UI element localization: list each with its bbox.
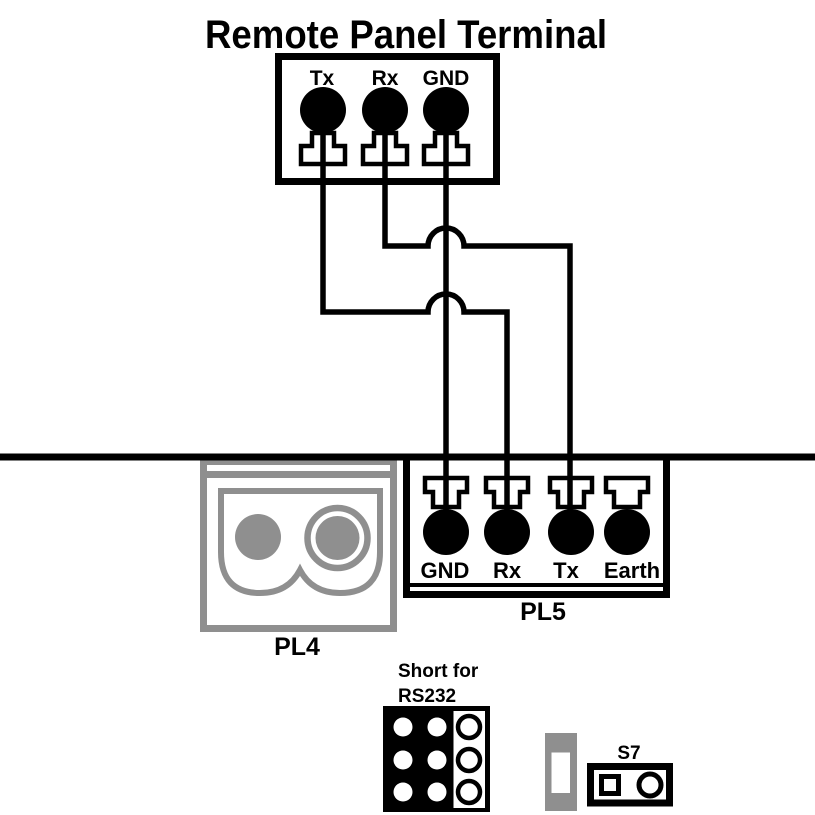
remote-gnd-pin — [423, 87, 469, 133]
pl5-label: PL5 — [520, 598, 566, 626]
s7-switch — [587, 763, 673, 807]
pl5-rx-label: Rx — [493, 558, 522, 583]
remote-tx-pin — [300, 87, 346, 133]
diagram-title: Remote Panel Terminal — [205, 13, 607, 57]
rs232-pin-r1c3 — [455, 713, 483, 741]
jumper-shunt — [545, 733, 577, 811]
remote-gnd-label: GND — [423, 67, 470, 90]
pl5-gnd-label: GND — [421, 558, 470, 583]
rs232-pin-r1c1 — [393, 717, 413, 737]
rs232-pin-r1c2 — [427, 717, 447, 737]
remote-tx-label: Tx — [310, 67, 335, 90]
rs232-pin-r2c1 — [393, 750, 413, 770]
pl4-connector — [200, 458, 397, 632]
pl4-pin-left — [235, 514, 281, 560]
pl5-gnd-pin — [423, 509, 469, 555]
s7-round-pin — [636, 771, 664, 799]
remote-rx-pin — [362, 87, 408, 133]
remote-rx-label: Rx — [372, 67, 399, 90]
s7-square-pin — [599, 774, 621, 796]
wire-remote-tx-to-pl5-rx — [320, 110, 510, 532]
terminal-pins — [300, 87, 650, 555]
rs232-caption-line1: Short for — [398, 661, 479, 682]
wires — [320, 110, 573, 532]
pl5-rx-pin — [484, 509, 530, 555]
pl5-earth-spade-icon — [603, 475, 651, 510]
pl5-earth-label: Earth — [604, 558, 660, 583]
rs232-jumper — [383, 706, 490, 812]
pl5-tx-pin — [548, 509, 594, 555]
pl4-label: PL4 — [274, 633, 320, 661]
rs232-pin-r3c1 — [393, 782, 413, 802]
pl5-tx-label: Tx — [553, 558, 579, 583]
rs232-pin-r3c3 — [455, 778, 483, 806]
wire-remote-rx-to-pl5-tx — [382, 110, 573, 532]
pl4-pin-right — [315, 516, 360, 560]
s7-label: S7 — [617, 743, 640, 764]
pl5-earth-pin — [604, 509, 650, 555]
rs232-caption-line2: RS232 — [398, 686, 456, 707]
rs232-pin-r3c2 — [427, 782, 447, 802]
rs232-pin-r2c3 — [455, 746, 483, 774]
rs232-pin-r2c2 — [427, 750, 447, 770]
jumper-shunt-window — [551, 752, 570, 793]
